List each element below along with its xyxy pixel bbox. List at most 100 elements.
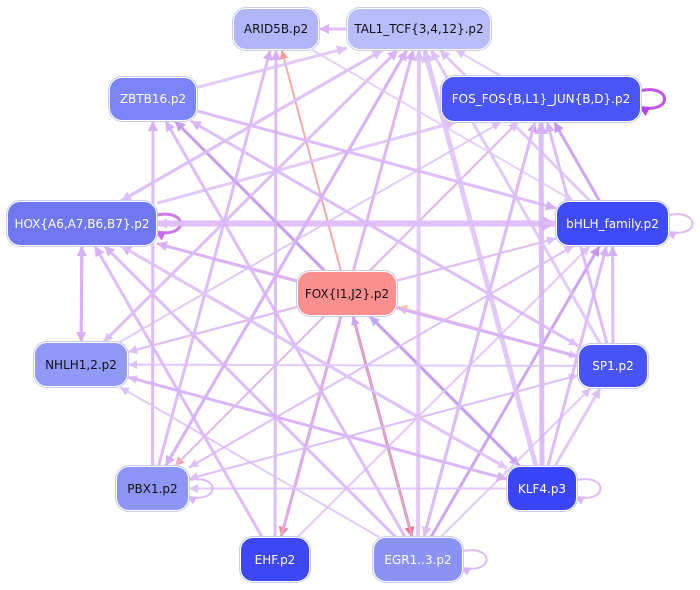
- edge-arrowhead: [120, 191, 133, 201]
- edge-zbtb16-to-sp1: [190, 120, 579, 347]
- edge-sp1-to-pbx1: [188, 374, 579, 480]
- self-loop-egr: [460, 549, 488, 570]
- edge-arrowhead: [155, 231, 167, 241]
- edge-arrowhead: [445, 119, 457, 130]
- edge-nhlh-to-hox: [79, 245, 84, 343]
- edge-arrowhead: [455, 50, 466, 59]
- node-zbtb16[interactable]: ZBTB16.p2: [109, 77, 197, 121]
- node-tal1-tcf[interactable]: TAL1_TCF{3,4,12}.p2: [347, 8, 491, 50]
- edge-arrowhead: [104, 246, 116, 257]
- edge-arrowhead: [270, 50, 282, 61]
- node-label: FOX{I1,J2}.p2: [304, 286, 390, 301]
- edge-bhlh-to-fos: [552, 121, 601, 202]
- edge-arrowhead: [461, 567, 472, 576]
- node-fox[interactable]: FOX{I1,J2}.p2: [297, 271, 397, 316]
- node-egr[interactable]: EGR1..3.p2: [373, 537, 463, 582]
- node-label: ZBTB16.p2: [119, 92, 187, 106]
- edge-arrowhead: [554, 122, 564, 134]
- node-label: SP1.p2: [592, 359, 634, 373]
- edge-hox-to-klf4: [120, 245, 508, 470]
- edge-ehf-to-arid5b: [273, 49, 278, 538]
- node-arid5b[interactable]: ARID5B.p2: [233, 8, 319, 50]
- self-loop-bhlh: [666, 213, 694, 234]
- edge-zbtb16-to-bhlh: [196, 109, 557, 210]
- edge-arrowhead: [563, 192, 574, 201]
- edge-arrowhead: [639, 106, 651, 117]
- edge-arrowhead: [421, 50, 435, 64]
- node-label: FOS_FOS{B,L1}_JUN{B,D}.p2: [451, 92, 631, 106]
- node-label: ARID5B.p2: [243, 22, 309, 36]
- edge-arrowhead: [165, 454, 175, 466]
- edge-nhlh-to-fos: [119, 121, 502, 343]
- edge-tal1-to-hox: [120, 48, 384, 203]
- node-fos-jun[interactable]: FOS_FOS{B,L1}_JUN{B,D}.p2: [441, 76, 641, 122]
- edge-arrowhead: [534, 122, 548, 135]
- node-pbx1[interactable]: PBX1.p2: [116, 466, 189, 511]
- edge-arrowhead: [189, 484, 198, 493]
- node-label: KLF4.p3: [517, 481, 567, 496]
- edge-arrowhead: [128, 360, 138, 370]
- edge-arrowhead: [187, 496, 198, 505]
- edge-arrowhead: [279, 50, 289, 60]
- edge-arrowhead: [497, 460, 507, 469]
- edge-arrowhead: [496, 471, 507, 482]
- node-label: NHLH1,2.p2: [45, 357, 117, 372]
- edge-arrowhead: [599, 246, 609, 257]
- edge-arrowhead: [580, 246, 590, 256]
- edge-arrowhead: [546, 236, 556, 246]
- edge-tal1-to-pbx1: [164, 49, 409, 467]
- edge-arrowhead: [405, 50, 416, 61]
- node-label: bHLH_family.p2: [566, 216, 659, 231]
- edge-arrowhead: [157, 241, 168, 252]
- edge-arrowhead: [351, 316, 360, 326]
- edge-arrowhead: [568, 337, 578, 346]
- node-bhlh-family[interactable]: bHLH_family.p2: [556, 201, 669, 246]
- node-label: PBX1.p2: [127, 481, 178, 496]
- edge-arrowhead: [607, 246, 618, 257]
- edge-arrowhead: [545, 200, 556, 211]
- edge-arrowhead: [544, 122, 555, 133]
- edge-arrowhead: [76, 246, 87, 257]
- edge-arrowhead: [491, 122, 502, 131]
- edge-arrowhead: [119, 387, 130, 396]
- edge-hox-to-fos: [156, 120, 457, 205]
- edge-arrowhead: [319, 23, 329, 35]
- edge-tal1-to-nhlh: [102, 49, 399, 343]
- edge-egr-to-tal1: [416, 49, 421, 538]
- edge-arrowhead: [103, 332, 114, 342]
- edge-arrowhead: [174, 121, 186, 132]
- edge-arrowhead: [157, 218, 167, 229]
- node-label: EGR1..3.p2: [384, 552, 452, 567]
- node-hox[interactable]: HOX{A6,A7,B6,B7}.p2: [7, 201, 157, 246]
- edge-arrowhead: [575, 496, 586, 505]
- edge-arrowhead: [189, 472, 199, 481]
- node-klf4[interactable]: KLF4.p3: [507, 466, 577, 511]
- edge-egr-to-sp1: [439, 387, 592, 538]
- node-nhlh[interactable]: NHLH1,2.p2: [34, 342, 128, 387]
- edge-arrowhead: [413, 50, 425, 62]
- self-loop-fos: [638, 88, 666, 110]
- edge-arrowhead: [94, 246, 105, 258]
- node-label: HOX{A6,A7,B6,B7}.p2: [14, 216, 150, 231]
- node-ehf[interactable]: EHF.p2: [240, 537, 310, 582]
- edge-bhlh-to-tal1: [438, 48, 592, 203]
- node-label: EHF.p2: [254, 552, 296, 567]
- node-sp1[interactable]: SP1.p2: [578, 344, 648, 388]
- edge-klf4-to-sp1: [553, 387, 602, 467]
- edge-arrowhead: [421, 526, 432, 537]
- edge-arrowhead: [336, 45, 347, 56]
- edge-arrowhead: [165, 121, 176, 133]
- edge-arrowhead: [147, 121, 159, 132]
- edge-arrowhead: [590, 388, 601, 400]
- node-label: TAL1_TCF{3,4,12}.p2: [354, 22, 484, 36]
- edge-bhlh-to-pbx1: [188, 245, 574, 469]
- edge-zbtb16-to-tal1: [196, 46, 348, 89]
- edge-arid5b-to-bhlh: [311, 49, 575, 202]
- edge-arrowhead: [189, 459, 199, 468]
- edge-egr-to-zbtb16: [164, 120, 407, 538]
- edge-sp1-to-nhlh: [127, 363, 579, 367]
- edge-arrowhead: [590, 246, 600, 258]
- edge-arrowhead: [581, 388, 591, 398]
